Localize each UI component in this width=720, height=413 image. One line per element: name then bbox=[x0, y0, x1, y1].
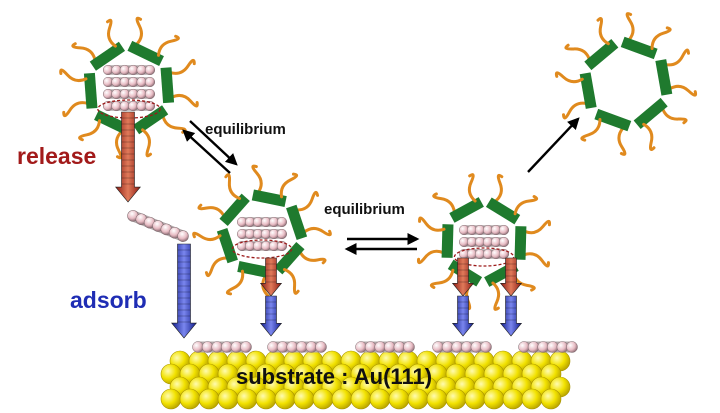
release-arrow bbox=[499, 257, 523, 297]
stacked-guest-molecules-icon bbox=[97, 64, 161, 119]
stacked-guest-molecules-icon bbox=[231, 216, 293, 259]
adsorb-arrow bbox=[259, 295, 283, 337]
macrocycle-with-side-chains-icon bbox=[192, 164, 332, 304]
macrocycle-with-side-chains-icon bbox=[416, 173, 552, 311]
guest-molecule-icon bbox=[192, 341, 252, 353]
adsorb-arrow bbox=[171, 243, 197, 339]
guest-molecule-icon bbox=[459, 236, 510, 248]
guest-molecule-icon bbox=[432, 341, 492, 353]
guest-molecule-icon bbox=[237, 240, 288, 252]
transition-arrow bbox=[527, 117, 580, 173]
release-label: release bbox=[17, 143, 97, 169]
adsorb-label: adsorb bbox=[70, 287, 147, 313]
guest-molecule-icon bbox=[518, 341, 578, 353]
equilibrium-label-middle: equilibrium bbox=[324, 201, 405, 218]
stacked-guest-molecules-icon bbox=[453, 224, 515, 267]
guest-molecule-icon bbox=[237, 216, 288, 228]
guest-molecule-icon bbox=[127, 210, 189, 242]
guest-molecule-icon bbox=[267, 341, 327, 353]
substrate-label: substrate : Au(111) bbox=[236, 364, 433, 389]
guest-molecule-icon bbox=[102, 88, 156, 100]
guest-molecule-icon bbox=[102, 100, 156, 112]
release-arrow bbox=[115, 111, 141, 203]
guest-molecule-icon bbox=[102, 64, 156, 76]
adsorb-arrow bbox=[499, 295, 523, 337]
equilibrium-reverse-arrow bbox=[182, 129, 231, 174]
guest-molecule-icon bbox=[355, 341, 415, 353]
equilibrium-forward-arrow bbox=[189, 120, 238, 166]
guest-molecule-icon bbox=[459, 248, 510, 260]
gold-atom-layer-icon bbox=[160, 350, 571, 410]
guest-molecule-icon bbox=[459, 224, 510, 236]
guest-molecule-icon bbox=[237, 228, 288, 240]
adsorb-arrow bbox=[451, 295, 475, 337]
release-arrow bbox=[451, 257, 475, 297]
macrocycle-with-side-chains-icon bbox=[554, 12, 698, 156]
guest-molecule-icon bbox=[102, 76, 156, 88]
macrocycle-with-side-chains-icon bbox=[59, 16, 199, 160]
release-arrow bbox=[259, 257, 283, 297]
equilibrium-label-top: equilibrium bbox=[205, 121, 286, 138]
